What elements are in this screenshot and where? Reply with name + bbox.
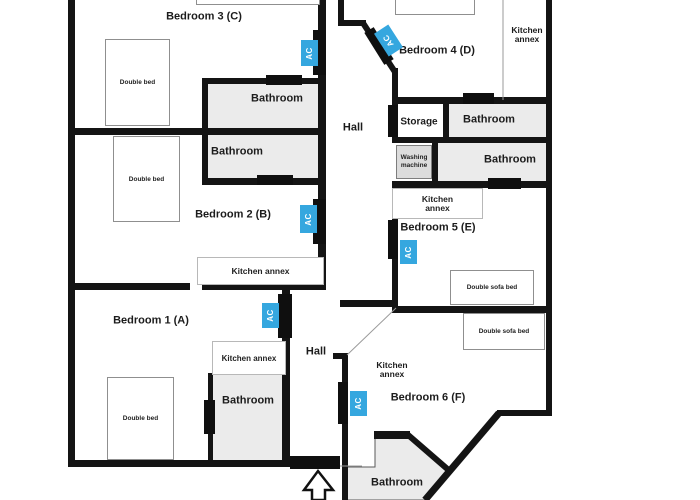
wall-bedroom2-1-divider-left [68, 283, 190, 290]
door-entrance [290, 456, 340, 469]
wall-bath-lower-bottom [392, 181, 552, 188]
wall-bedroom4-entry-vertical [392, 68, 398, 105]
kitchen-annex-label: Kitchen annex [221, 353, 277, 363]
bathroom-label-right-lower: Bathroom [484, 153, 536, 166]
bed-bedroom4 [395, 0, 475, 15]
ac-unit-bedroom5: AC [400, 240, 417, 264]
ac-label: AC [266, 309, 275, 322]
hall-lower-label: Hall [305, 345, 327, 358]
bathroom-label-bedroom3: Bathroom [251, 92, 303, 105]
ac-label: AC [304, 212, 313, 226]
bathroom-bedroom3-area [207, 83, 318, 129]
line-kitchen-annex6-diagonal [346, 307, 397, 356]
wall-bathrooms-right-divider [432, 137, 552, 143]
wall-hall-lower-right [342, 353, 348, 500]
wall-left-outer [68, 0, 75, 467]
room-label-bedroom4: Bedroom 4 (D) [399, 44, 475, 57]
room-label-bedroom3: Bedroom 3 (C) [166, 10, 242, 23]
room-label-bedroom2: Bedroom 2 (B) [195, 208, 271, 221]
sofa-bed-bedroom5: Double sofa bed [450, 270, 534, 305]
bed-label: Double bed [119, 79, 156, 86]
bathroom-bedroom2-area [207, 134, 318, 179]
bathroom-bedroom1-area [212, 373, 284, 460]
wall-bottom-right [497, 410, 552, 416]
wall-hall-lower-left [282, 290, 290, 460]
wall-bedroom2-1-divider-right [202, 283, 326, 290]
kitchen-annex-label: Kitchen annex [231, 266, 290, 276]
wall-chamfer-diagonal [422, 410, 502, 500]
wall-bath-lower-left [432, 137, 438, 183]
kitchen-annex-label-bedroom6: Kitchen annex [376, 360, 408, 379]
entrance-arrow-icon [301, 468, 336, 500]
ac-label: AC [404, 245, 413, 259]
door-storage [388, 105, 398, 137]
wall-right-outer [546, 0, 552, 416]
room-label-bedroom6: Bedroom 6 (F) [390, 391, 466, 404]
door-bedroom4-diagonal [364, 27, 394, 65]
storage-label: Storage [400, 116, 438, 128]
wall-bedroom5-bottom [392, 306, 552, 313]
ac-unit-bedroom6: AC [350, 391, 367, 416]
bathroom-label-bedroom1: Bathroom [222, 394, 274, 407]
wall-storage-bottom [392, 137, 446, 143]
bathroom-label-bedroom6: Bathroom [371, 476, 423, 489]
hall-upper-label: Hall [342, 121, 364, 134]
wall-bath6-top-bar [374, 431, 410, 439]
kitchen-annex-bedroom5-box: Kitchen annex [392, 188, 483, 219]
bed-bedroom3: Double bed [105, 39, 170, 126]
ac-unit-bedroom3: AC [301, 40, 318, 66]
door-bedroom5 [388, 220, 398, 259]
door-bedroom1 [278, 294, 292, 338]
door-bath2 [257, 175, 293, 185]
wall-hall-annex6-top [340, 300, 398, 307]
kitchen-annex-bedroom2-box: Kitchen annex [197, 257, 324, 285]
washing-machine-label: Washing machine [400, 154, 428, 169]
wall-top-stub-horizontal [338, 20, 366, 26]
room-label-bedroom5: Bedroom 5 (E) [400, 221, 476, 234]
ac-label: AC [305, 46, 314, 60]
bathroom-right-lower-area [438, 142, 546, 182]
bathroom-label-right-upper: Bathroom [463, 113, 515, 126]
bed-bedroom2: Double bed [113, 136, 180, 222]
bed-label: Double bed [128, 175, 165, 183]
wall-bottom-outer [68, 460, 292, 467]
door-bedroom6 [338, 382, 348, 424]
door-bath-right-lower [488, 178, 521, 189]
bathroom-label-bedroom2: Bathroom [211, 145, 263, 158]
ac-unit-bedroom2: AC [300, 205, 317, 233]
ac-label: AC [381, 32, 396, 49]
wall-hall-upper [318, 0, 326, 290]
door-bath1 [204, 400, 215, 434]
wall-bath6-diagonal [405, 431, 454, 476]
bathroom-right-upper-area [449, 103, 546, 138]
bed-label: Double bed [122, 415, 159, 422]
kitchen-annex-label: Kitchen annex [421, 193, 454, 213]
closet-bedroom3 [196, 0, 320, 5]
ac-label: AC [354, 397, 363, 410]
sofa-bed-label: Double sofa bed [466, 284, 518, 291]
ac-unit-bedroom1: AC [262, 303, 279, 328]
sofa-bed-label: Double sofa bed [478, 328, 530, 335]
washing-machine: Washing machine [396, 145, 432, 179]
wall-storage-right [443, 100, 449, 143]
kitchen-annex-label-top-right: Kitchen annex [511, 25, 543, 44]
wall-hall-stub [333, 353, 348, 359]
door-bath3 [266, 75, 302, 85]
door-bath-right-upper [463, 93, 494, 104]
wall-bath3-top [202, 78, 318, 84]
wall-bedroom3-2-divider [68, 128, 326, 135]
kitchen-annex-bedroom1-box: Kitchen annex [212, 341, 286, 375]
room-label-bedroom1: Bedroom 1 (A) [113, 314, 189, 327]
sofa-bed-bedroom6: Double sofa bed [463, 313, 545, 350]
wall-top-stub-vertical [338, 0, 344, 24]
bed-bedroom1: Double bed [107, 377, 174, 460]
